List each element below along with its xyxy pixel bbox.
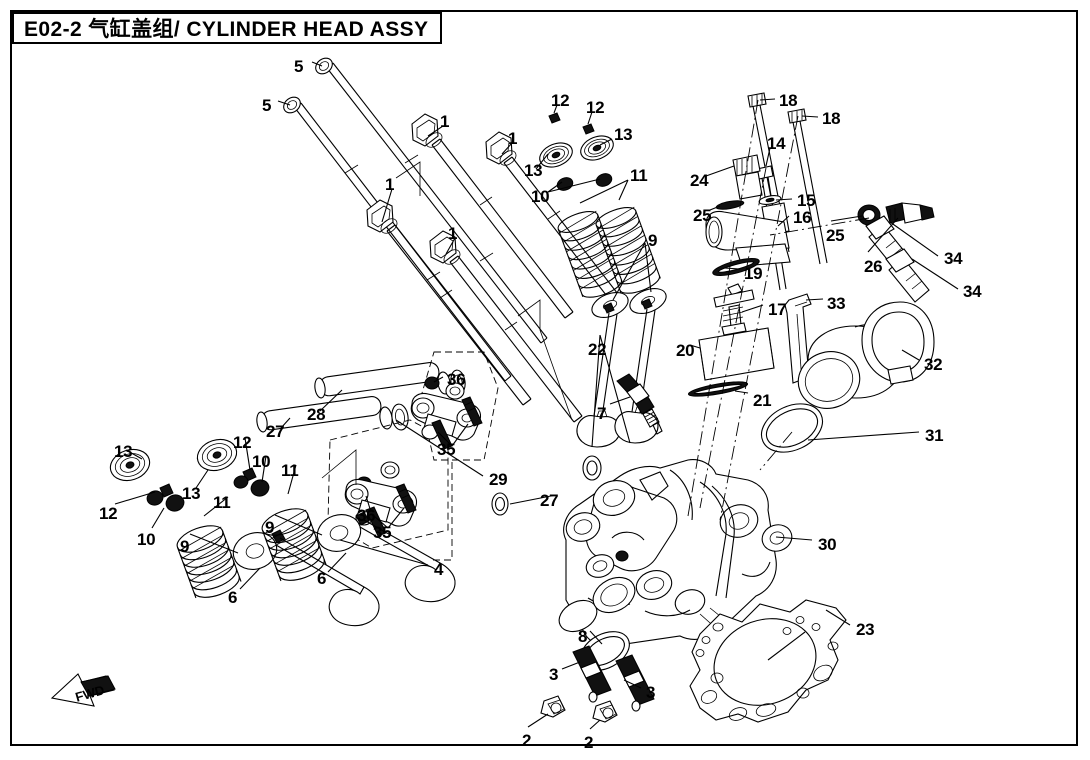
callout-o-ring-seal-19[interactable]: 19 xyxy=(744,264,763,283)
cam-chain-guide xyxy=(698,327,775,381)
callout-o-ring-21[interactable]: 21 xyxy=(753,391,772,410)
bolt-34b xyxy=(885,248,930,303)
callout-nut-2[interactable]: 2 xyxy=(584,733,594,752)
cylinder-head-gasket xyxy=(689,599,847,723)
leader-lines xyxy=(114,61,959,730)
callout-shaft-o-ring-27[interactable]: 27 xyxy=(540,491,559,510)
callout-flange-bolt-m6-34[interactable]: 34 xyxy=(963,282,982,301)
page-frame xyxy=(10,10,1078,746)
nut-2b xyxy=(592,700,618,723)
callout-tensioner-bolt-14[interactable]: 14 xyxy=(767,134,786,153)
cylinder-head-casting xyxy=(558,459,793,647)
callout-valve-spring-11[interactable]: 11 xyxy=(213,493,231,512)
callout-intake-manifold-clamp-32[interactable]: 32 xyxy=(924,355,943,374)
callout-o-ring-seal-large-8[interactable]: 8 xyxy=(578,627,588,646)
callout-long-stud-bolt-5[interactable]: 5 xyxy=(294,57,304,76)
callout-adjust-screw-35[interactable]: 35 xyxy=(437,440,456,459)
callout-flange-bolt-1[interactable]: 1 xyxy=(385,175,395,194)
callout-spring-seat-washer-9[interactable]: 9 xyxy=(180,537,190,556)
callout-flange-bolt-1[interactable]: 1 xyxy=(448,224,458,243)
thermostat-housing xyxy=(705,202,791,267)
callout-valve-stem-seal-10[interactable]: 10 xyxy=(137,530,156,549)
callout-shaft-o-ring-27[interactable]: 27 xyxy=(266,422,285,441)
lower-valve-assembly-b xyxy=(196,438,456,603)
callout-thermostat-17[interactable]: 17 xyxy=(768,300,787,319)
callout-spark-plug-7[interactable]: 7 xyxy=(597,404,607,423)
callout-valve-spring-retainer-13[interactable]: 13 xyxy=(114,442,133,461)
callout-rocker-adjust-nut-36[interactable]: 36 xyxy=(447,370,466,389)
callout-valve-cotter-12[interactable]: 12 xyxy=(233,433,252,452)
thermostat xyxy=(713,283,755,336)
dowel-pin-3a xyxy=(572,645,612,703)
callout-valve-spring-retainer-13[interactable]: 13 xyxy=(182,484,201,503)
callout-valve-spring-retainer-13[interactable]: 13 xyxy=(614,125,633,144)
callout-rocker-adjust-nut-36[interactable]: 36 xyxy=(357,506,376,525)
callout-valve-stem-seal-10[interactable]: 10 xyxy=(252,452,271,471)
title-plate: E02-2 气缸盖组/ CYLINDER HEAD ASSY xyxy=(12,12,443,44)
callout-cam-chain-tensioner-24[interactable]: 24 xyxy=(690,171,709,190)
callout-thermostat-housing-16[interactable]: 16 xyxy=(793,208,812,227)
callout-dowel-pin-3[interactable]: 3 xyxy=(549,665,559,684)
callout-flange-bolt-1[interactable]: 1 xyxy=(440,112,450,131)
callout-camshaft-holder-bolt-18[interactable]: 18 xyxy=(779,91,798,110)
callout-spring-seat-washer-9[interactable]: 9 xyxy=(648,231,658,250)
callout-exhaust-valve-6[interactable]: 6 xyxy=(317,569,327,588)
spark-plug xyxy=(616,373,663,435)
callout-dowel-pin-3[interactable]: 3 xyxy=(646,683,656,702)
callout-intake-bracket-33[interactable]: 33 xyxy=(827,294,846,313)
construction-lines xyxy=(321,99,870,521)
upper-valve-assembly-right xyxy=(580,123,667,444)
callout-rocker-arm-set-4[interactable]: 4 xyxy=(434,560,444,579)
lower-valve-assembly-a xyxy=(109,448,380,627)
callout-valve-cotter-12[interactable]: 12 xyxy=(99,504,118,523)
callout-cylinder-head-gasket-23[interactable]: 23 xyxy=(856,620,875,639)
callout-nut-2[interactable]: 2 xyxy=(522,731,532,750)
callout-cam-chain-guide-20[interactable]: 20 xyxy=(676,341,695,360)
callout-valve-stem-seal-10[interactable]: 10 xyxy=(531,187,550,206)
callout-cylinder-head-30[interactable]: 30 xyxy=(818,535,837,554)
callout-valve-cotter-12[interactable]: 12 xyxy=(586,98,605,117)
temperature-sensor xyxy=(885,202,935,224)
callout-valve-spring-11[interactable]: 11 xyxy=(630,166,648,185)
dowel-pin-3b xyxy=(615,654,655,712)
callout-long-stud-bolt-5[interactable]: 5 xyxy=(262,96,272,115)
page-title: E02-2 气缸盖组/ CYLINDER HEAD ASSY xyxy=(24,18,429,41)
callout-flange-bolt-1[interactable]: 1 xyxy=(508,129,518,148)
long-stud-bolt-group xyxy=(283,57,548,382)
callout-valve-spring-retainer-13[interactable]: 13 xyxy=(524,161,543,180)
callout-intake-o-ring-31[interactable]: 31 xyxy=(925,426,944,445)
callout-valve-spring-11[interactable]: 11 xyxy=(281,461,299,480)
intake-clamp xyxy=(861,301,935,385)
callout-spring-seat-washer-9[interactable]: 9 xyxy=(265,518,275,537)
callout-intake-valve-6[interactable]: 6 xyxy=(228,588,238,607)
callout-temperature-sensor-26[interactable]: 26 xyxy=(864,257,883,276)
callout-rocker-arm-shaft-28[interactable]: 28 xyxy=(307,405,326,424)
tensioner-group xyxy=(687,92,935,453)
callout-sealing-washer-25[interactable]: 25 xyxy=(693,206,712,225)
callout-sealing-washer-25[interactable]: 25 xyxy=(826,226,845,245)
fwd-arrow-icon xyxy=(50,673,116,707)
callout-flange-bolt-m6-34[interactable]: 34 xyxy=(944,249,963,268)
callout-rocker-arm-assy-29[interactable]: 29 xyxy=(489,470,508,489)
callout-intake-exhaust-valve-head-22[interactable]: 22 xyxy=(588,340,607,359)
callout-camshaft-holder-bolt-18[interactable]: 18 xyxy=(822,109,841,128)
callout-gasket-ring-15[interactable]: 15 xyxy=(797,191,816,210)
callout-valve-cotter-12[interactable]: 12 xyxy=(551,91,570,110)
nut-2a xyxy=(540,695,566,718)
callout-adjust-screw-35[interactable]: 35 xyxy=(373,523,392,542)
